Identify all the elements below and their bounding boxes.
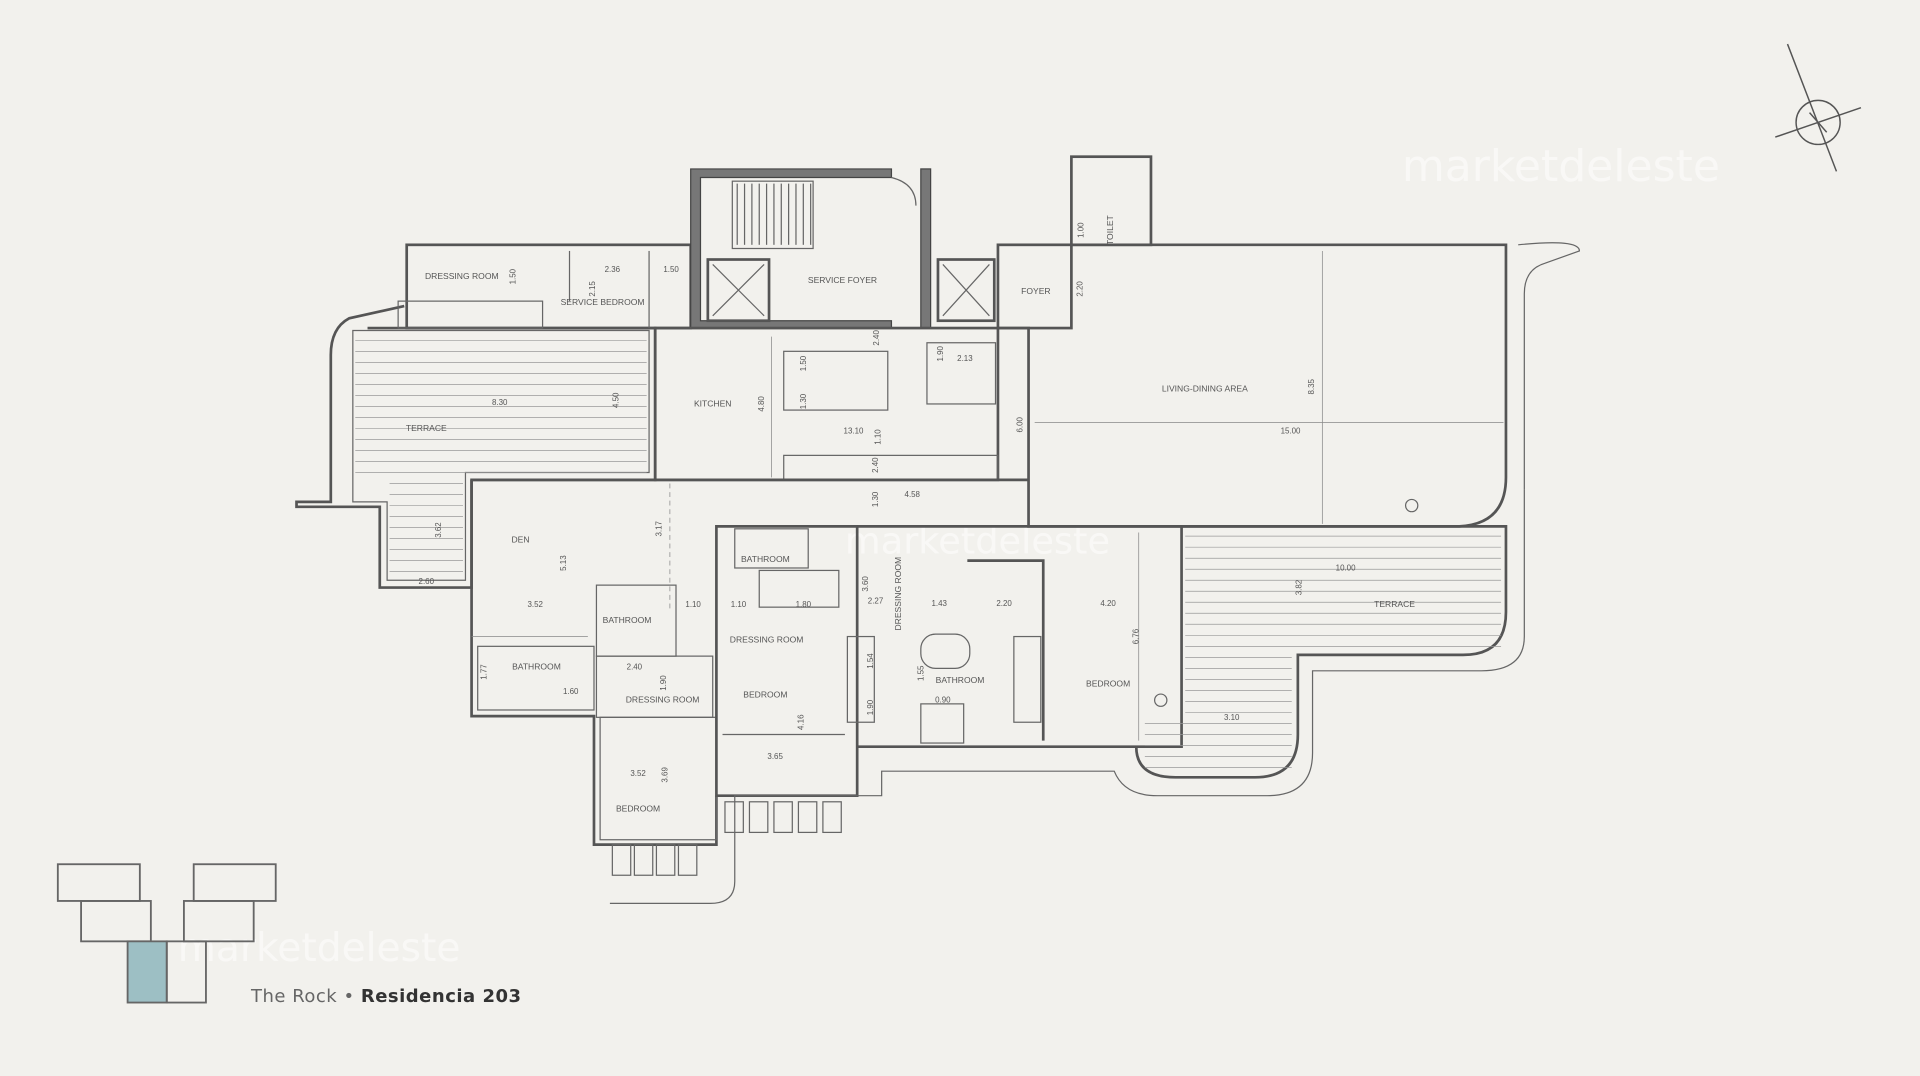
planter xyxy=(822,801,842,834)
dimension-label: 8.30 xyxy=(492,398,508,407)
room-label: LIVING-DINING AREA xyxy=(1162,384,1248,394)
room-label: BEDROOM xyxy=(616,804,660,814)
stair-elevator-core xyxy=(690,155,1153,330)
planter xyxy=(677,844,698,876)
dimension-label: 3.52 xyxy=(528,600,544,609)
dimension-label: 1.50 xyxy=(509,268,518,284)
dimension-label: 3.60 xyxy=(861,576,870,592)
dimension-label: 1.10 xyxy=(731,600,747,609)
room-label: FOYER xyxy=(1021,286,1050,296)
room-label: TERRACE xyxy=(1374,599,1415,609)
room-label: BEDROOM xyxy=(1086,679,1130,689)
planter xyxy=(748,801,769,834)
dimension-label: 3.10 xyxy=(1224,713,1240,722)
dimension-label: 1.55 xyxy=(916,665,925,681)
dimension-label: 2.15 xyxy=(588,281,597,297)
room-label: SERVICE BEDROOM xyxy=(561,297,645,307)
dimension-label: 4.50 xyxy=(611,392,620,408)
dimension-label: 13.10 xyxy=(844,426,864,435)
service-wing xyxy=(397,243,693,330)
dimension-label: 2.20 xyxy=(1075,281,1084,297)
room-label: TOILET xyxy=(1105,214,1115,245)
room-label: SERVICE FOYER xyxy=(808,275,877,285)
room-label: KITCHEN xyxy=(694,398,732,408)
watermark: marketdeleste xyxy=(1402,141,1720,192)
dimension-label: 1.10 xyxy=(685,600,701,609)
dimension-label: 4.16 xyxy=(796,714,805,730)
room-label: TERRACE xyxy=(406,423,447,433)
room-label: BATHROOM xyxy=(741,554,790,564)
planter xyxy=(773,801,793,834)
building-blocks-logo xyxy=(56,863,277,1004)
dimension-label: 1.90 xyxy=(659,675,668,691)
dimension-label: 1.10 xyxy=(873,429,882,445)
dimension-label: 4.58 xyxy=(905,490,921,499)
dimension-label: 15.00 xyxy=(1281,426,1301,435)
living-dining-area xyxy=(997,242,1581,528)
dimension-label: 1.50 xyxy=(799,355,808,371)
dimension-label: 2.40 xyxy=(872,330,881,346)
room-label: DRESSING ROOM xyxy=(893,557,903,631)
dimension-label: 6.76 xyxy=(1132,628,1141,644)
room-label: DEN xyxy=(512,534,530,544)
dimension-label: 1.60 xyxy=(563,687,579,696)
dimension-label: 1.90 xyxy=(936,345,945,361)
dimension-label: 3.69 xyxy=(660,767,669,783)
dimension-label: 1.77 xyxy=(479,664,488,680)
dimension-label: 3.65 xyxy=(767,752,783,761)
room-label: DRESSING ROOM xyxy=(626,695,700,705)
den-west-rooms xyxy=(470,478,1029,846)
dimension-label: 5.13 xyxy=(559,555,568,571)
terrace-right xyxy=(609,489,1525,905)
plan-caption: The Rock • Residencia 203 xyxy=(251,986,522,1007)
dimension-label: 8.35 xyxy=(1307,379,1316,395)
dimension-label: 2.27 xyxy=(868,596,884,605)
dimension-label: 2.20 xyxy=(996,599,1012,608)
dimension-label: 2.40 xyxy=(871,457,880,473)
room-label: BATHROOM xyxy=(936,675,985,685)
room-labels: DRESSING ROOM SERVICE BEDROOM SERVICE FO… xyxy=(406,214,1415,813)
room-label: DRESSING ROOM xyxy=(730,635,804,645)
north-arrow-icon xyxy=(1775,43,1862,172)
dimension-label: 2.40 xyxy=(627,663,643,672)
master-suite xyxy=(846,525,1183,749)
room-label: BATHROOM xyxy=(512,662,561,672)
dimension-label: 2.13 xyxy=(957,354,973,363)
unit-name: Residencia 203 xyxy=(360,986,522,1007)
project-name: The Rock xyxy=(251,986,338,1007)
dimension-label: 3.52 xyxy=(630,769,646,778)
dimension-label: 1.43 xyxy=(931,599,947,608)
dimension-label: 0.90 xyxy=(935,696,951,705)
dimension-label: 1.50 xyxy=(663,265,679,274)
dimension-label: 3.17 xyxy=(654,521,663,537)
dimension-label: 2.36 xyxy=(605,265,621,274)
planter xyxy=(655,844,676,876)
room-label: DRESSING ROOM xyxy=(425,271,499,281)
dimension-label: 1.90 xyxy=(866,699,875,715)
dimension-label: 1.30 xyxy=(799,393,808,409)
room-label: BEDROOM xyxy=(743,690,787,700)
caption-separator: • xyxy=(343,986,355,1007)
dimension-label: 6.00 xyxy=(1015,416,1024,432)
planter xyxy=(611,844,632,876)
terrace-left xyxy=(295,304,657,589)
planter xyxy=(797,801,818,834)
dimension-labels: 8.30 4.50 3.62 2.60 5.13 3.17 3.52 1.10 1.10 1.80… xyxy=(419,222,1357,783)
dimension-label: 3.62 xyxy=(434,522,443,538)
dimension-label: 1.54 xyxy=(866,653,875,669)
dimension-label: 3.82 xyxy=(1295,579,1304,595)
dimension-label: 2.60 xyxy=(419,577,435,586)
room-label: BATHROOM xyxy=(603,615,652,625)
dimension-label: 1.00 xyxy=(1077,222,1086,238)
dimension-label: 10.00 xyxy=(1336,563,1356,572)
dimension-label: 1.30 xyxy=(871,491,880,507)
watermark: marketdeleste xyxy=(178,926,461,971)
planter xyxy=(633,844,654,876)
dimension-label: 4.20 xyxy=(1100,599,1116,608)
dimension-label: 4.80 xyxy=(757,396,766,412)
dimension-label: 1.80 xyxy=(796,600,812,609)
